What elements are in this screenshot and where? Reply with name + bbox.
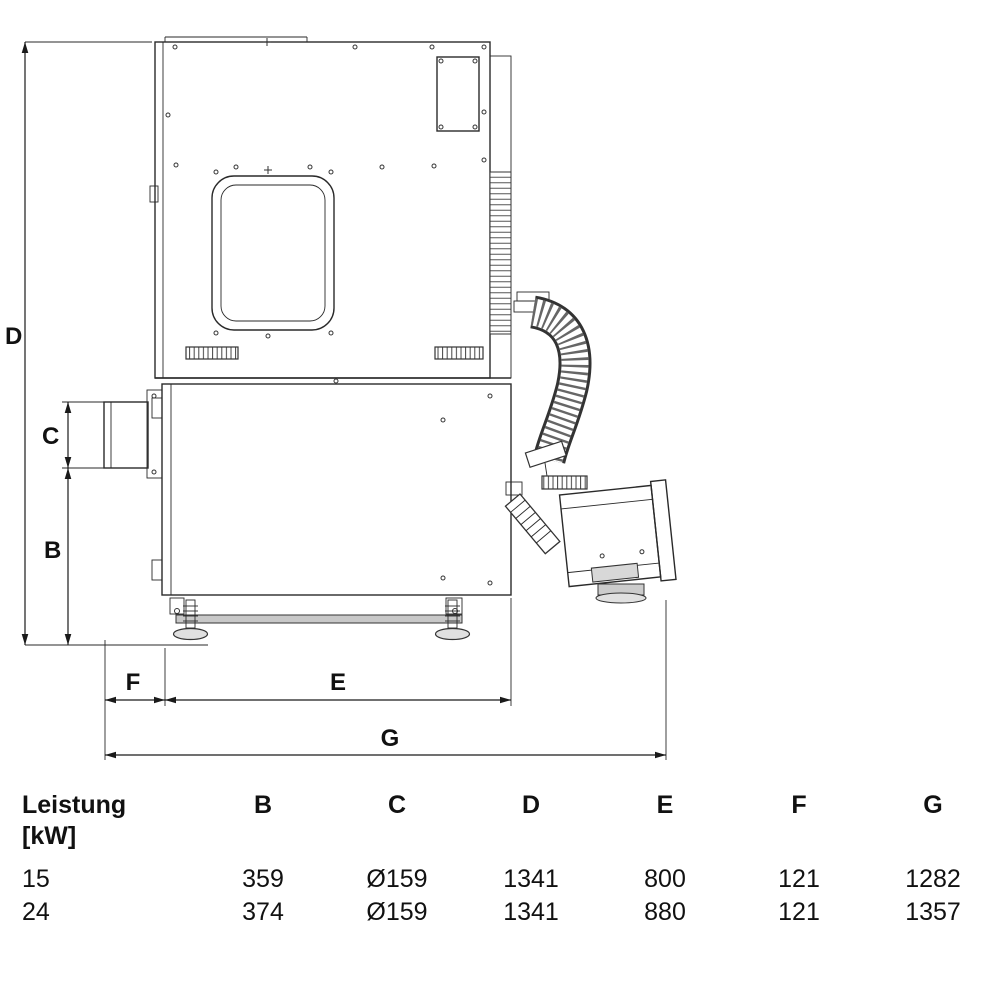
cell-leistung: 24 bbox=[22, 898, 50, 926]
flue-duct bbox=[103, 389, 163, 479]
leistung-unit: [kW] bbox=[22, 821, 77, 850]
cell-d: 1341 bbox=[503, 898, 559, 926]
cell-leistung: 15 bbox=[22, 865, 50, 893]
drop-chute bbox=[504, 481, 561, 555]
vent-right bbox=[434, 346, 484, 360]
column-header-leistung: Leistung [kW] bbox=[22, 780, 196, 863]
base-frame bbox=[169, 597, 471, 641]
vent-left bbox=[185, 346, 239, 360]
foot-right bbox=[434, 599, 471, 641]
dimension-label-d: D bbox=[5, 323, 22, 350]
boiler-body bbox=[149, 36, 512, 596]
column-header-c: C bbox=[387, 791, 407, 819]
cell-c: Ø159 bbox=[366, 865, 428, 893]
cell-g: 1357 bbox=[905, 898, 961, 926]
cell-f: 121 bbox=[778, 865, 820, 893]
dimension-label-e: E bbox=[330, 669, 346, 696]
dimension-label-f: F bbox=[126, 669, 141, 696]
dimension-label-g: G bbox=[381, 725, 400, 752]
column-header-g: G bbox=[923, 791, 943, 819]
cell-b: 374 bbox=[242, 898, 284, 926]
table-row: 24 374 Ø159 1341 880 121 1357 bbox=[22, 896, 1000, 929]
column-header-e: E bbox=[656, 791, 674, 819]
cell-g: 1282 bbox=[905, 865, 961, 893]
corrugated-panel bbox=[489, 171, 512, 335]
burner-unit bbox=[541, 475, 677, 604]
burner-grille bbox=[541, 475, 588, 490]
leistung-label: Leistung bbox=[22, 791, 127, 819]
table-header-row: Leistung [kW] B C D E F G bbox=[22, 780, 1000, 863]
cell-e: 800 bbox=[644, 865, 686, 893]
dimension-table: Leistung [kW] B C D E F G 15 359 Ø159 13… bbox=[22, 780, 1000, 929]
flex-hose bbox=[513, 291, 592, 477]
column-header-d: D bbox=[521, 791, 541, 819]
cell-b: 359 bbox=[242, 865, 284, 893]
cell-d: 1341 bbox=[503, 865, 559, 893]
boiler-technical-drawing: D C B F E G bbox=[5, 36, 677, 760]
foot-left bbox=[172, 599, 209, 641]
table-row: 15 359 Ø159 1341 800 121 1282 bbox=[22, 863, 1000, 896]
dimensions: D C B F E G bbox=[5, 41, 667, 760]
dimension-label-c: C bbox=[42, 423, 59, 450]
inspection-window bbox=[211, 175, 335, 331]
cell-c: Ø159 bbox=[366, 898, 428, 926]
dimension-label-b: B bbox=[44, 537, 61, 564]
electrical-box bbox=[436, 56, 480, 132]
screw-dots bbox=[165, 38, 493, 586]
column-header-b: B bbox=[253, 791, 273, 819]
cell-e: 880 bbox=[644, 898, 686, 926]
cell-f: 121 bbox=[778, 898, 820, 926]
column-header-f: F bbox=[791, 791, 807, 819]
lower-cabinet bbox=[161, 383, 512, 596]
